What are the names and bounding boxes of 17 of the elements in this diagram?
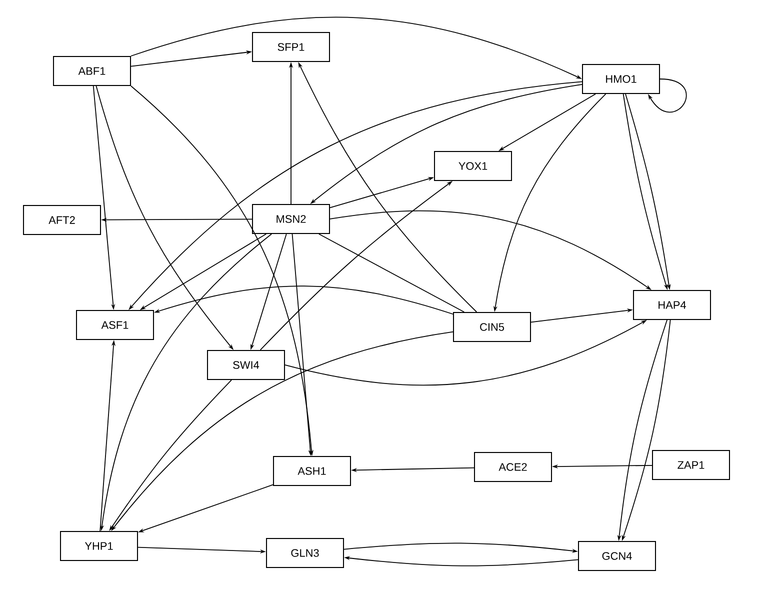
gene-box: AFT2 — [23, 205, 101, 235]
gene-box: MSN2 — [252, 204, 330, 234]
gene-box: SWI4 — [207, 350, 285, 380]
gene-box: ASH1 — [273, 456, 351, 486]
gene-box: HMO1 — [582, 64, 660, 94]
gene-box: YOX1 — [434, 151, 512, 181]
gene-box: CIN5 — [453, 312, 531, 342]
gene-box: YHP1 — [60, 531, 138, 561]
gene-box: HAP4 — [633, 290, 711, 320]
gene-box: ABF1 — [53, 56, 131, 86]
gene-box: ACE2 — [474, 452, 552, 482]
arrow — [648, 78, 687, 113]
gene-box: ASF1 — [76, 310, 154, 340]
gene-box: SFP1 — [252, 32, 330, 62]
gene-box: GCN4 — [578, 541, 656, 571]
gene-box: ZAP1 — [652, 450, 730, 480]
gene-box: GLN3 — [266, 538, 344, 568]
